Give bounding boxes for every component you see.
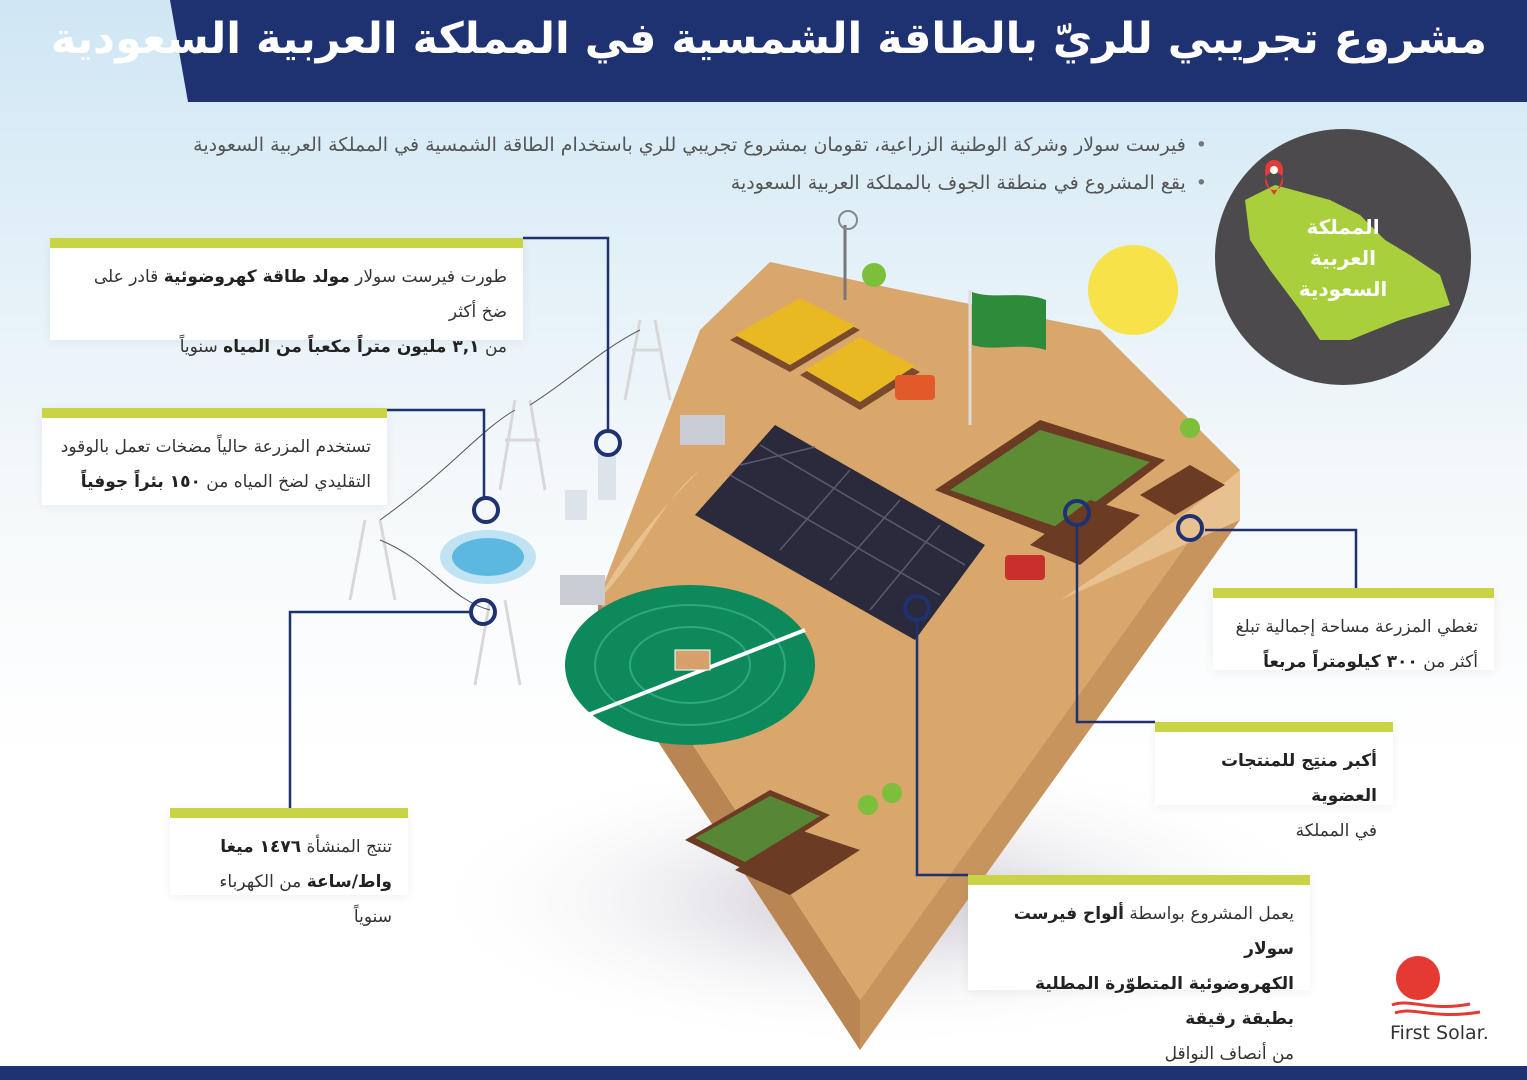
tree-icon <box>882 783 902 803</box>
first-solar-logo-waves <box>1391 1001 1481 1017</box>
tree-icon <box>862 263 886 287</box>
tree-icon <box>1180 418 1200 438</box>
callout-pumps: تستخدم المزرعة حالياً مضخات تعمل بالوقود… <box>42 408 387 505</box>
map-label-line: المملكة <box>1306 215 1380 239</box>
callout-text: واط/ساعة من الكهرباء سنوياً <box>186 865 392 935</box>
sun-icon <box>1088 245 1178 335</box>
callout-text: ١٥٠ بئراً جوفياً <box>80 472 201 492</box>
callout-text: أكثر من <box>1417 652 1478 672</box>
irrigation-arm <box>574 628 806 722</box>
callout-output: تنتج المنشأة ١٤٧٦ ميغا واط/ساعة من الكهر… <box>170 808 408 927</box>
callout-text: قادر على ضخ أكثر <box>93 267 507 322</box>
water-pump <box>598 455 616 500</box>
callout-text: سنوياً <box>179 337 224 357</box>
callout-panels: يعمل المشروع بواسطة ألواح فيرست سولار ال… <box>968 875 1310 1064</box>
saudi-map-shape <box>1245 185 1450 340</box>
callout-text: من الكهرباء سنوياً <box>219 872 392 927</box>
callout-text: طورت فيرست سولار <box>349 267 507 287</box>
tractor-icon <box>895 375 935 400</box>
callout-text: واط/ساعة <box>306 872 392 892</box>
first-solar-logo-text: First Solar. <box>1390 1022 1489 1044</box>
callout-text: أكثر من ٣٠٠ كيلومتراً مربعاً <box>1229 645 1478 680</box>
platform-right-side <box>860 470 1240 1050</box>
callout-text: تستخدم المزرعة حالياً مضخات تعمل بالوقود <box>60 437 371 457</box>
vegetable-field <box>1030 500 1140 565</box>
first-solar-logo-sun <box>1396 956 1440 1000</box>
connector-lines <box>288 236 1358 877</box>
callout-text: أكبر منتِج للمنتجات العضوية <box>1220 751 1377 806</box>
map-label-line: السعودية <box>1298 277 1388 301</box>
callout-area: تغطي المزرعة مساحة إجمالية تبلغ أكثر من … <box>1213 588 1494 672</box>
page-title: مشروع تجريبي للريّ بالطاقة الشمسية في ال… <box>50 14 1487 64</box>
intro-bullet: فيرست سولار وشركة الوطنية الزراعية، تقوم… <box>193 134 1207 156</box>
callout-text: يعمل المشروع بواسطة ألواح فيرست سولار <box>984 897 1294 967</box>
vegetable-field <box>1140 465 1225 515</box>
intro-bullet: يقع المشروع في منطقة الجوف بالمملكة العر… <box>731 172 1207 194</box>
callout-text: تنتج المنشأة ١٤٧٦ ميغا <box>186 830 392 865</box>
map-label: المملكة العربية السعودية <box>1280 212 1406 305</box>
callout-text: تغطي المزرعة مساحة إجمالية تبلغ <box>1235 617 1478 637</box>
water-pump <box>565 490 587 520</box>
callout-text: التقليدي لضخ المياه من ١٥٠ بئراً جوفياً <box>58 465 371 500</box>
tractor-icon <box>1005 555 1045 580</box>
callout-text: الكهروضوئية المتطوّرة المطلية بطبقة رقيق… <box>1035 974 1294 1029</box>
callout-text: يعمل المشروع بواسطة <box>1123 904 1294 924</box>
solar-panel-array <box>695 425 985 640</box>
callout-text: الكهروضوئية المتطوّرة المطلية بطبقة رقيق… <box>984 967 1294 1037</box>
vegetable-field <box>735 830 860 895</box>
callout-text: مولد طاقة كهروضوئية <box>163 267 350 287</box>
tree-icon <box>858 795 878 815</box>
callout-text: ٣٠٠ كيلومتراً مربعاً <box>1263 652 1418 672</box>
callout-text: ١٤٧٦ ميغا <box>220 837 302 857</box>
callout-organic: أكبر منتِج للمنتجات العضوية في المملكة <box>1155 722 1393 841</box>
callout-text: من ٣,١ مليون متراً مكعباً من المياه سنوي… <box>66 330 507 365</box>
callout-text: من <box>479 337 507 357</box>
callout-text: في المملكة <box>1295 821 1377 841</box>
bottom-bar <box>0 1066 1527 1080</box>
power-pylons <box>348 319 672 686</box>
callout-text: التقليدي لضخ المياه من <box>200 472 371 492</box>
callout-text: ٣,١ مليون متراً مكعباً من المياه <box>223 337 480 357</box>
transformer <box>560 575 605 605</box>
callout-text: ألواح فيرست سولار <box>1013 904 1294 959</box>
callout-text: تنتج المنشأة <box>301 837 393 857</box>
callout-text: طورت فيرست سولار مولد طاقة كهروضوئية قاد… <box>66 260 507 330</box>
map-label-line: العربية <box>1310 246 1376 270</box>
title-bar <box>170 0 1527 102</box>
callout-text: أكبر منتِج للمنتجات العضوية <box>1171 744 1377 814</box>
callout-generator: طورت فيرست سولار مولد طاقة كهروضوئية قاد… <box>50 238 523 357</box>
saudi-flag-icon <box>972 292 1046 350</box>
hotspot-markers <box>469 429 1204 626</box>
transformer <box>680 415 725 445</box>
callout-text: من أنصاف النواقل <box>1164 1044 1294 1064</box>
location-pin-icon <box>1265 160 1284 195</box>
